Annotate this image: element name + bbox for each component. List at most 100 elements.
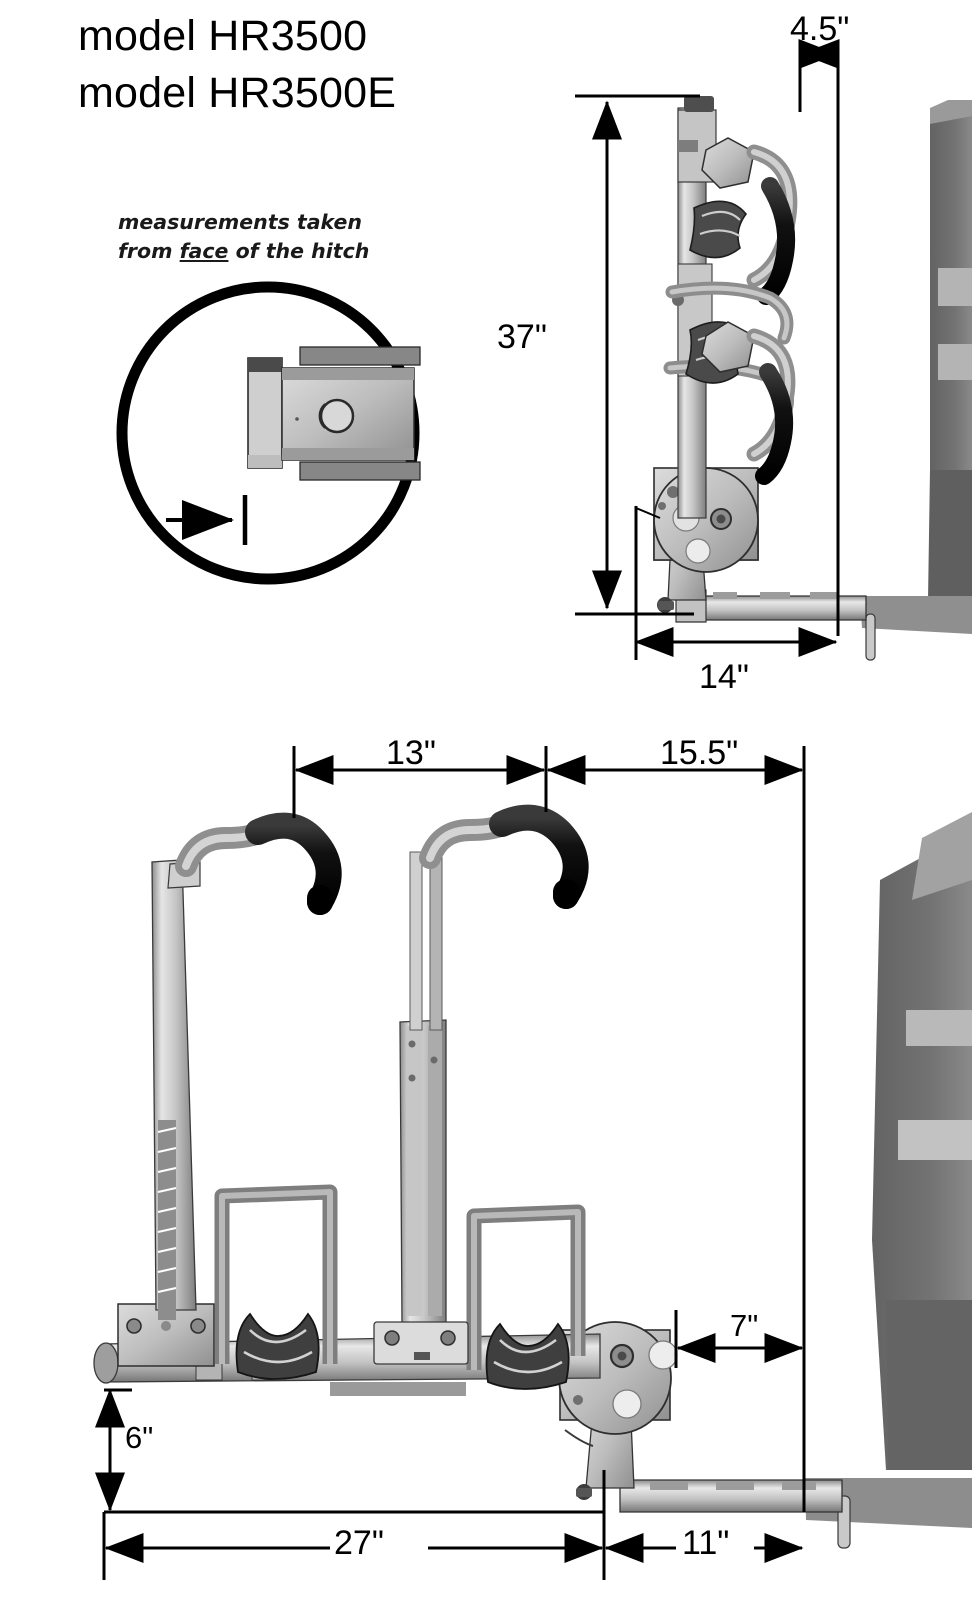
- hitch-receiver-face-detail: [166, 346, 421, 545]
- mast-tube: [677, 107, 707, 519]
- right-mast-inner-b: [428, 1026, 442, 1316]
- pivot-hole-large: [672, 504, 700, 532]
- right-mast-assembly: [399, 804, 589, 1325]
- lower-arm-pivot-clamp: [701, 321, 755, 373]
- dimension-6-inch-label: 6": [125, 1420, 154, 1455]
- pivot-hole-lower: [685, 538, 711, 564]
- support-hoop-lower-highlight: [667, 363, 790, 413]
- left-mast-inner: [158, 1128, 176, 1304]
- shank-weld-seam-b: [760, 592, 790, 599]
- vehicle-taillight-a: [906, 1010, 972, 1046]
- hoop-left-frame: [214, 1184, 338, 1364]
- vehicle-lower-valance: [860, 596, 972, 634]
- hoop-left-highlight: [219, 1189, 333, 1364]
- wheel-cradle-left: [235, 1312, 320, 1380]
- pivot-leader-line: [635, 507, 661, 519]
- shank-seam-rear-c: [782, 1482, 816, 1490]
- support-hoop-lower: [663, 359, 794, 417]
- cradle-lower-rib-a: [697, 334, 741, 345]
- crossbar-tube: [103, 1333, 601, 1383]
- support-hoops-side: [663, 281, 794, 417]
- callout-note-emphasis: face: [179, 239, 229, 264]
- receiver-face-plate: [247, 357, 283, 469]
- mast-adjust-knob: [672, 294, 684, 306]
- hitch-pin-hole-shadow: [318, 403, 326, 429]
- upper-arm-black-grip: [757, 177, 796, 305]
- receiver-face-bottom-edge: [248, 455, 282, 468]
- pivot-hole-rear-c: [573, 1395, 583, 1405]
- upper-arm-assembly-side: [701, 137, 798, 305]
- base-bracket-bolt-b: [161, 1321, 171, 1331]
- right-mast-hole-b: [408, 1074, 416, 1082]
- callout-note-suffix: of the hitch: [228, 239, 370, 264]
- side-profile-view: [575, 39, 972, 661]
- pivot-hole-small-b: [658, 502, 666, 510]
- receiver-shank-top-band: [282, 368, 414, 380]
- shank-lock-collar: [658, 601, 674, 610]
- receiver-shank-bottom-band: [282, 448, 414, 460]
- cradle-upper-body: [689, 200, 748, 259]
- receiver-lower-rail: [299, 461, 421, 481]
- vehicle-body-panel-rear: [872, 830, 972, 1470]
- center-plate-body: [373, 1321, 469, 1365]
- hitch-riser-rear: [585, 1397, 635, 1489]
- right-mast-upper-tube-b: [429, 851, 443, 1031]
- callout-circle-group: [116, 281, 421, 585]
- page-title: model HR3500 model HR3500E: [78, 8, 396, 122]
- pivot-plate-rear-body: [559, 1329, 671, 1421]
- pivot-plate-side: [635, 467, 759, 573]
- mast-mid-collar: [677, 263, 713, 377]
- main-crossbar-rear: [93, 1333, 601, 1396]
- dimension-13-inch-label: 13": [386, 734, 436, 772]
- wheel-cradle-right: [485, 1322, 570, 1390]
- pivot-hole-small-a: [667, 486, 679, 498]
- vehicle-rear-bottom: [805, 812, 972, 1549]
- pivot-plate-disc: [653, 467, 759, 573]
- dimension-7-inch-label: 7": [730, 1308, 759, 1343]
- right-mast-upper-tube-a: [409, 851, 423, 1031]
- vehicle-taillight-lower: [938, 344, 972, 380]
- right-mast-hole-c: [430, 1056, 438, 1064]
- crossbar-end-cap: [93, 1342, 119, 1384]
- vehicle-bumper-rear: [886, 1300, 972, 1470]
- mast-collar-notch: [678, 140, 698, 152]
- vehicle-rear-window: [912, 812, 972, 900]
- cradle-left-body: [235, 1312, 320, 1380]
- callout-circle: [116, 281, 420, 585]
- hoop-right-frame: [466, 1204, 586, 1370]
- right-mast-hole-a: [408, 1040, 416, 1048]
- hitch-pin-side: [865, 613, 876, 661]
- pivot-plate-body: [653, 467, 759, 561]
- crossbar-clamp-a: [195, 1345, 223, 1381]
- model-title-line-1: model HR3500: [78, 12, 368, 60]
- vehicle-rear-side: [860, 100, 972, 661]
- dimension-37-inch-label: 37": [497, 318, 547, 356]
- dimension-27-inch-label: 27": [334, 1524, 384, 1562]
- receiver-upper-rail: [299, 346, 421, 366]
- support-hoop-upper-highlight: [669, 285, 790, 341]
- hitch-shank-bar: [689, 595, 867, 621]
- rear-view-dimension-lines: [95, 746, 806, 1580]
- callout-note-line-1: measurements taken: [118, 210, 362, 234]
- rear-elevation-view: [93, 746, 972, 1580]
- model-title-line-2: model HR3500E: [78, 68, 397, 117]
- shank-elbow-block: [675, 589, 707, 623]
- center-plate-slot: [414, 1352, 430, 1360]
- cradle-left-rib-b: [243, 1350, 313, 1364]
- base-mount-bracket: [117, 1303, 215, 1367]
- support-hoop-left: [214, 1184, 338, 1364]
- hoop-right-highlight: [471, 1209, 581, 1370]
- crossbar-clamp-b: [251, 1345, 273, 1381]
- cradle-right-rib-a: [499, 1338, 557, 1354]
- hitch-pin-hole: [319, 398, 355, 434]
- cradle-right-body: [485, 1322, 570, 1390]
- cradle-lower-rib-b: [695, 355, 741, 363]
- pivot-hole-rear-a: [648, 1340, 678, 1370]
- hitch-shank-assembly-rear: [576, 1397, 843, 1513]
- pivot-leader-rear: [564, 1429, 594, 1447]
- vehicle-taillight-b: [898, 1120, 972, 1160]
- receiver-face-top-edge: [248, 358, 282, 372]
- upper-arm-tube: [746, 144, 798, 288]
- cradle-lower-body: [685, 321, 748, 384]
- shank-seam-rear-b: [716, 1482, 754, 1490]
